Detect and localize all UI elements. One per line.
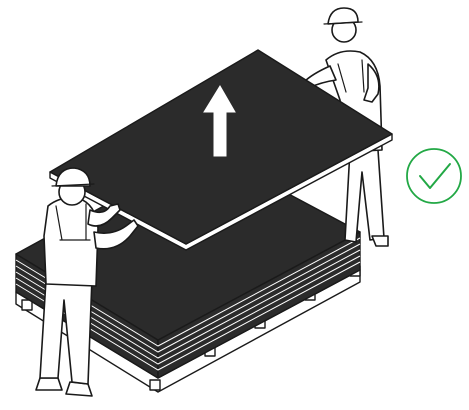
check-circle-icon [407,149,461,203]
pallet-block [150,380,160,390]
